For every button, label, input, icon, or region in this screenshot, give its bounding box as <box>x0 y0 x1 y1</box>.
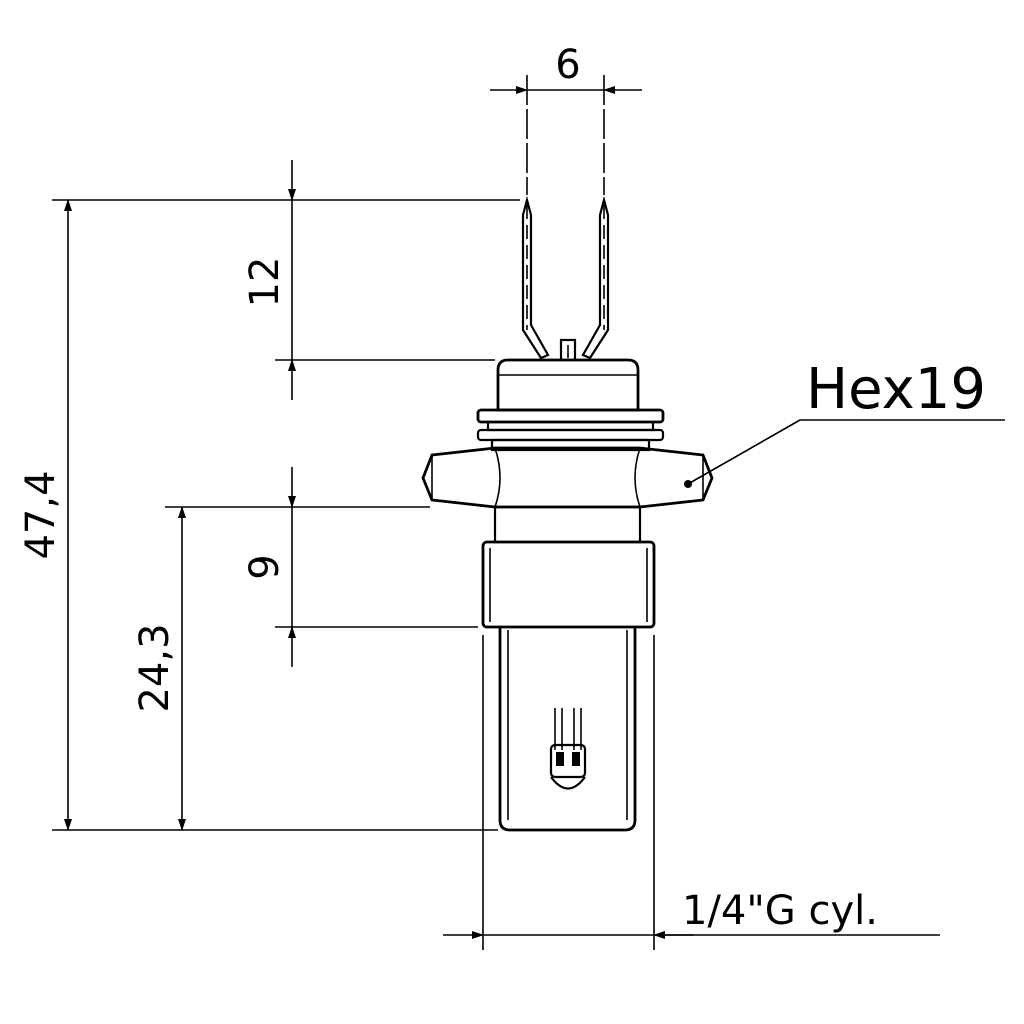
callout-thread: 1/4"G cyl. <box>443 888 940 939</box>
dimension-below-hex-label: 24,3 <box>132 623 178 712</box>
sensor-body <box>421 195 714 832</box>
hex-nut <box>421 446 714 509</box>
callout-hex: Hex19 <box>687 357 1005 485</box>
dimension-pin-spacing: 6 <box>490 42 642 94</box>
probe <box>498 627 637 832</box>
callout-hex-label: Hex19 <box>806 357 986 422</box>
callout-thread-label: 1/4"G cyl. <box>682 888 878 934</box>
dimension-pin-spacing-label: 6 <box>555 42 580 88</box>
dimension-total-length-label: 47,4 <box>18 470 64 559</box>
top-cap <box>496 358 640 412</box>
flange <box>476 408 665 452</box>
neck <box>493 505 642 544</box>
thread <box>481 540 656 629</box>
dimension-thread-length-label: 9 <box>242 554 288 579</box>
extension-lines <box>52 75 655 950</box>
dimension-thread-length: 9 <box>242 467 296 667</box>
dimension-pin-length: 12 <box>242 160 296 400</box>
dimension-pin-length-label: 12 <box>242 257 288 308</box>
terminal-pins <box>521 195 610 362</box>
sensing-element <box>549 708 587 790</box>
dimension-total-length: 47,4 <box>18 199 72 831</box>
dimension-below-hex: 24,3 <box>132 506 186 831</box>
